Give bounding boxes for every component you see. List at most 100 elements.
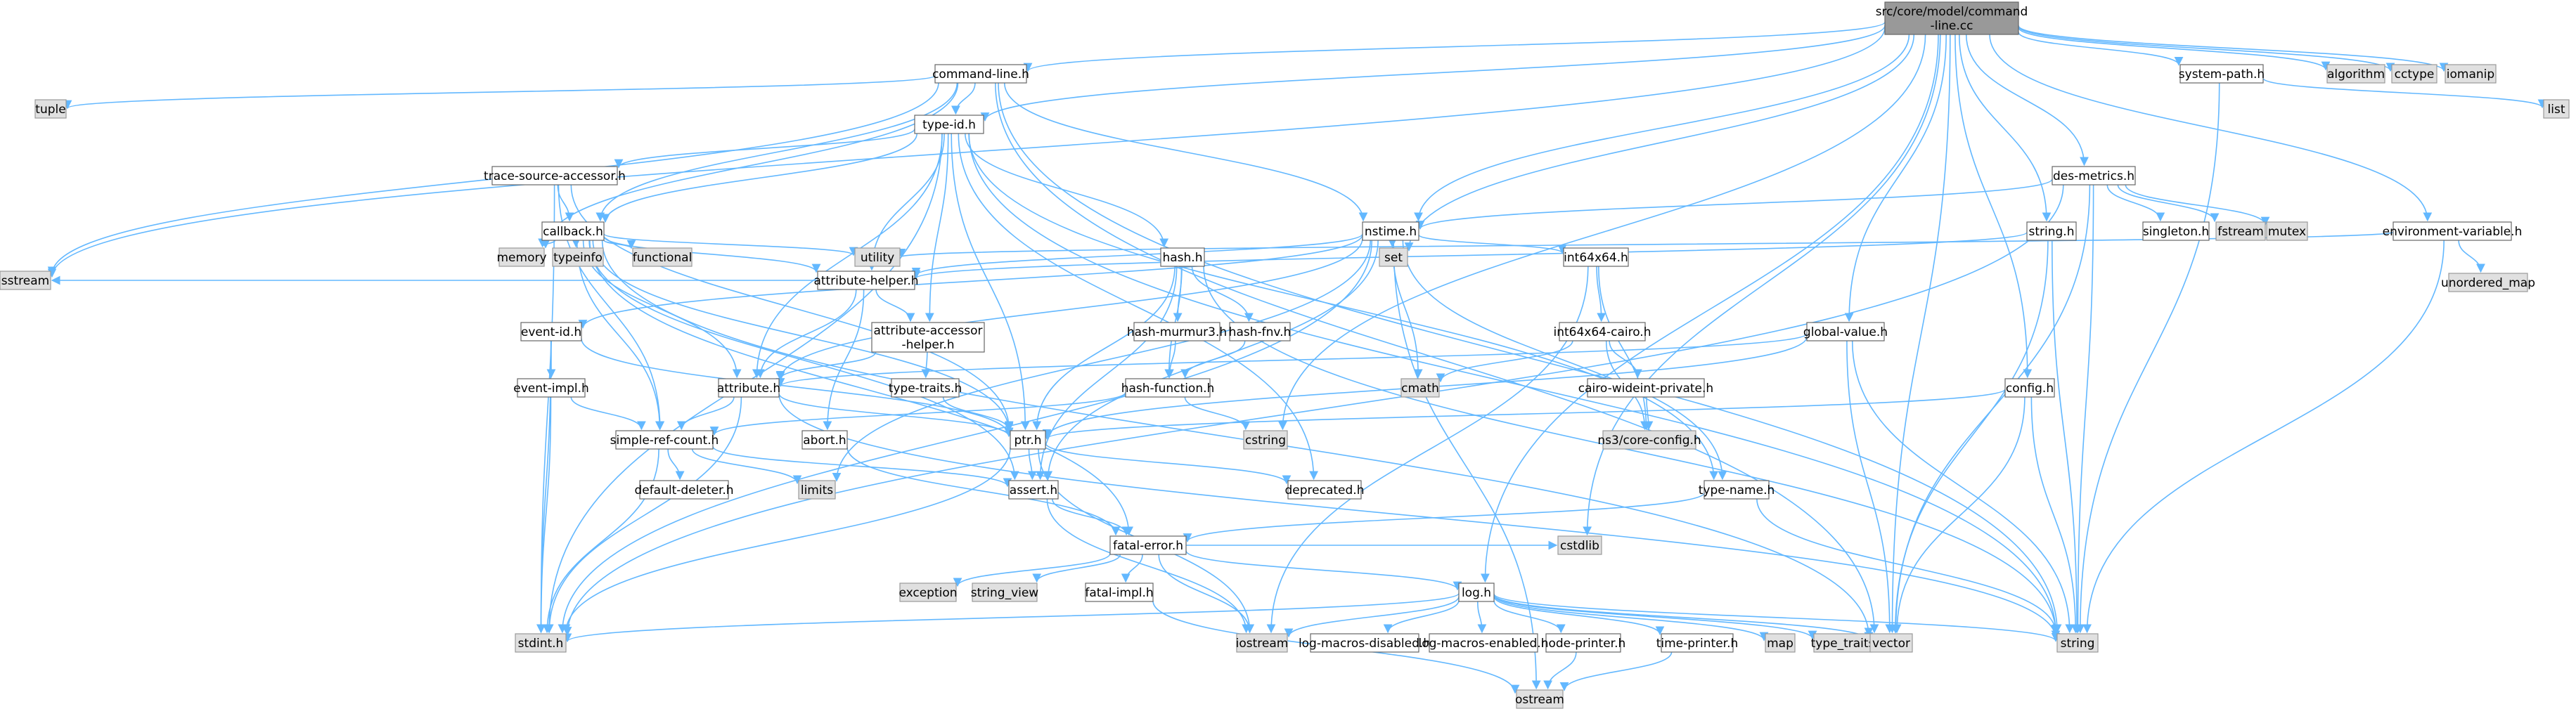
edge-log.h-to-log-macros-enabled.h	[1477, 601, 1487, 634]
node-type-name-h[interactable]: type-name.h	[1699, 480, 1775, 500]
edge-attribute-helper.h-to-attribute.h	[756, 289, 857, 379]
node-attribute-helper-h[interactable]: attribute-helper.h	[813, 271, 919, 290]
node-iomanip: iomanip	[2445, 64, 2497, 84]
node-hash-fnv-h[interactable]: hash-fnv.h	[1229, 322, 1292, 341]
node-box	[1587, 378, 1705, 398]
edge-command-line.h-to-callback.h	[595, 82, 958, 222]
node-label: exception	[899, 586, 957, 600]
node-stdint-h: stdint.h	[515, 633, 567, 653]
node-default-deleter-h[interactable]: default-deleter.h	[634, 480, 734, 500]
node-box	[1362, 221, 1419, 241]
node-assert-h[interactable]: assert.h	[1008, 480, 1059, 500]
edge-hash.h-to-hash-fnv.h	[1191, 266, 1254, 323]
node-log-macros-disabled-h[interactable]: log-macros-disabled.h	[1299, 633, 1431, 653]
node-hash-function-h[interactable]: hash-function.h	[1121, 378, 1215, 398]
node-box	[2026, 221, 2077, 241]
node-command-line-h[interactable]: command-line.h	[932, 64, 1029, 84]
edge-type-name.h-to-fatal-error.h	[1183, 492, 1705, 542]
edge-int64x64-cairo.h-to-cmath	[1436, 340, 1573, 383]
node-int64x64-h[interactable]: int64x64.h	[1563, 247, 1629, 267]
node-callback-h[interactable]: callback.h	[541, 221, 605, 241]
node-event-impl-h[interactable]: event-impl.h	[513, 378, 589, 398]
edge-simple-ref-count.h-to-default-deleter.h	[667, 448, 685, 481]
edge-hash.h-to-string	[1203, 266, 2061, 634]
node-box	[552, 247, 604, 267]
node-box	[718, 378, 780, 398]
node-simple-ref-count-h[interactable]: simple-ref-count.h	[610, 430, 719, 450]
node-cairo-wideint-private-h[interactable]: cairo-wideint-private.h	[1578, 378, 1713, 398]
node-box	[1400, 378, 1440, 398]
edge-int64x64.h-to-iostream	[1266, 266, 1589, 634]
edge-nstime.h-to-event-id.h	[578, 234, 1363, 329]
node-label: hash-fnv.h	[1229, 325, 1292, 339]
node-root[interactable]: src/core/model/command-line.cc	[1876, 1, 2028, 35]
node-type-id-h[interactable]: type-id.h	[914, 115, 984, 134]
edge-global-value.h-to-attribute.h	[776, 333, 1808, 387]
node-node-printer-h[interactable]: node-printer.h	[1541, 633, 1626, 653]
node-global-value-h[interactable]: global-value.h	[1803, 322, 1888, 341]
node-sstream: sstream	[0, 271, 51, 290]
edge-command-line.h-to-tuple	[63, 74, 936, 110]
edge-simple-ref-count.h-to-limits	[691, 448, 802, 485]
node-fatal-impl-h[interactable]: fatal-impl.h	[1085, 582, 1154, 602]
node-box	[517, 378, 586, 398]
node-deprecated-h[interactable]: deprecated.h	[1285, 480, 1365, 500]
node-config-h[interactable]: config.h	[2004, 378, 2055, 398]
node-hash-murmur3-h[interactable]: hash-murmur3.h	[1127, 322, 1227, 341]
node-type-traits-h[interactable]: type-traits.h	[889, 378, 962, 398]
node-label: mutex	[2268, 225, 2306, 239]
edge-attribute-helper.h-to-attribute-accessor-helper.h	[875, 289, 915, 323]
node-ptr-h[interactable]: ptr.h	[1010, 430, 1046, 450]
node-string-h[interactable]: string.h	[2026, 221, 2077, 241]
node-box	[1160, 247, 1205, 267]
node-trace-source-accessor-h[interactable]: trace-source-accessor.h	[484, 166, 626, 185]
node-box	[2052, 166, 2136, 185]
node-attribute-accessor-helper-h[interactable]: attribute-accessor-helper.h	[871, 322, 985, 353]
node-system-path-h[interactable]: system-path.h	[2179, 64, 2265, 84]
node-environment-variable-h[interactable]: environment-variable.h	[2383, 221, 2523, 241]
node-label: type_traits	[1811, 637, 1875, 651]
node-label: unordered_map	[2441, 276, 2535, 290]
node-box	[2543, 99, 2570, 119]
node-log-macros-enabled-h[interactable]: log-macros-enabled.h	[1419, 633, 1549, 653]
node-log-h[interactable]: log.h	[1458, 582, 1495, 602]
node-limits: limits	[798, 480, 836, 500]
edge-trace-source-accessor.h-to-stdint.h	[536, 184, 555, 634]
node-fatal-error-h[interactable]: fatal-error.h	[1109, 535, 1187, 555]
node-singleton-h[interactable]: singleton.h	[2142, 221, 2210, 241]
node-ostream: ostream	[1515, 689, 1564, 709]
node-nstime-h[interactable]: nstime.h	[1362, 221, 1419, 241]
node-time-printer-h[interactable]: time-printer.h	[1656, 633, 1739, 653]
node-label: utility	[861, 251, 894, 265]
edge-log.h-to-vector	[1493, 594, 1874, 642]
edge-des-metrics.h-to-string	[2073, 184, 2094, 634]
node-list: list	[2543, 99, 2570, 119]
node-int64x64-cairo-h[interactable]: int64x64-cairo.h	[1553, 322, 1651, 341]
edge-log.h-to-map	[1493, 594, 1769, 642]
node-box	[2448, 273, 2528, 292]
node-des-metrics-h[interactable]: des-metrics.h	[2052, 166, 2136, 185]
edge-environment-variable.h-to-string	[2082, 240, 2445, 634]
edge-int64x64-cairo.h-to-cairo-wideint-private.h	[1609, 340, 1642, 379]
node-label: attribute-accessor	[874, 324, 983, 338]
node-label: hash-murmur3.h	[1127, 325, 1227, 339]
node-label: command-line.h	[932, 67, 1029, 82]
node-label: map	[1767, 637, 1793, 651]
node-vector: vector	[1869, 633, 1913, 653]
edge-string.h-to-string	[2052, 240, 2082, 634]
node-event-id-h[interactable]: event-id.h	[520, 322, 582, 341]
node-label: trace-source-accessor.h	[484, 169, 626, 183]
node-attribute-h[interactable]: attribute.h	[717, 378, 780, 398]
node-abort-h[interactable]: abort.h	[801, 430, 848, 450]
edge-log.h-to-iostream	[1284, 596, 1460, 638]
edge-root-to-environment-variable.h	[1989, 34, 2433, 222]
edge-event-impl.h-to-simple-ref-count.h	[570, 396, 646, 431]
edge-root-to-config.h	[1954, 34, 2033, 379]
node-functional: functional	[632, 247, 693, 267]
node-label: list	[2548, 103, 2565, 117]
node-cstdlib: cstdlib	[1557, 535, 1602, 555]
node-hash-h[interactable]: hash.h	[1160, 247, 1205, 267]
edge-root-to-sstream	[47, 27, 1886, 278]
edge-simple-ref-count.h-to-assert.h	[712, 445, 1012, 488]
